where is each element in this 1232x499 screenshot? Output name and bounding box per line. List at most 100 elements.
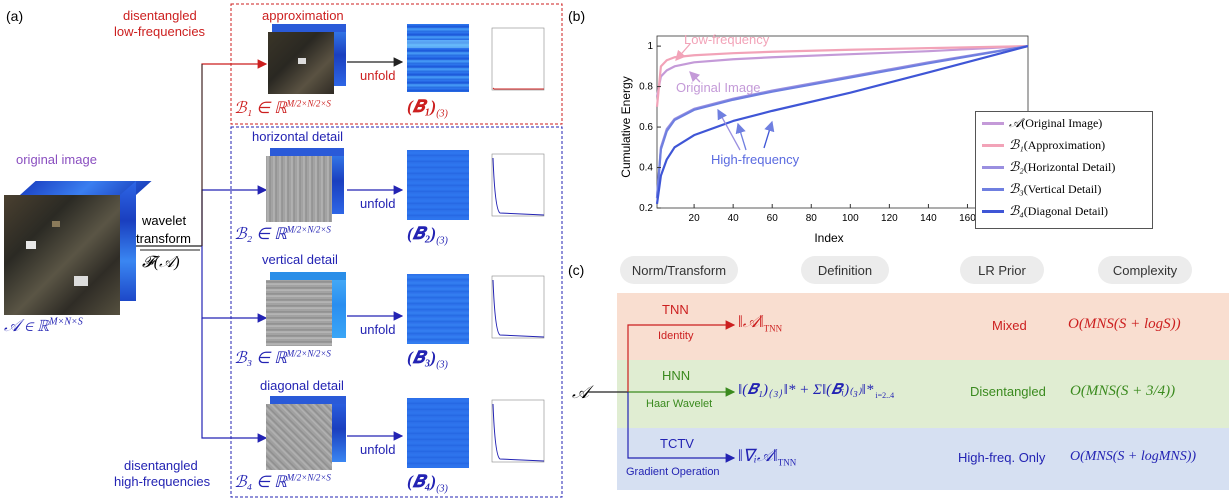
transform-operator: 𝓕(𝒜) xyxy=(142,254,180,271)
panel-c-label: (c) xyxy=(568,262,585,278)
branch-title-horizontal: horizontal detail xyxy=(252,129,344,144)
horizontal-sv-plot xyxy=(491,153,545,217)
header-complexity: Complexity xyxy=(1098,256,1192,284)
hnn-name: HNN xyxy=(662,368,691,383)
chart-legend: 𝒜(Original Image)ℬ₁(Approximation)ℬ₂(Hor… xyxy=(975,111,1153,229)
tnn-name: TNN xyxy=(662,302,689,317)
series-line-5 xyxy=(655,45,1029,205)
legend-symbol: ℬ₃ xyxy=(1009,181,1024,196)
row-hnn xyxy=(617,360,1229,428)
tnn-definition: ‖𝒜‖ xyxy=(738,312,764,331)
legend-entry: ℬ₂(Horizontal Detail) xyxy=(976,156,1152,178)
x-tick-label: 40 xyxy=(728,213,740,224)
low-freq-label-2: low-frequencies xyxy=(114,24,206,39)
x-tick-label: 60 xyxy=(767,213,779,224)
original-image-cube xyxy=(4,181,152,315)
diagonal-dims: M/2×N/2×S xyxy=(286,472,331,483)
original-image-label: original image xyxy=(16,152,97,167)
annotation-arrows xyxy=(675,43,775,151)
hnn-sub: Haar Wavelet xyxy=(646,398,713,410)
x-tick-label: 100 xyxy=(842,213,859,224)
legend-swatch xyxy=(982,143,1004,147)
vertical-cube xyxy=(266,272,346,346)
vertical-mode: (3) xyxy=(436,359,448,371)
unfold-label-4: unfold xyxy=(360,442,396,457)
series-line-4 xyxy=(655,45,1029,198)
legend-text: (Diagonal Detail) xyxy=(1023,203,1109,218)
panel-c-input: 𝒜 xyxy=(572,382,590,402)
tctv-complexity: O(MNS(S + logMNS)) xyxy=(1070,449,1197,464)
x-tick-label: 20 xyxy=(689,213,701,224)
panel-c-connectors xyxy=(588,320,736,463)
header-definition: Definition xyxy=(801,256,889,284)
series-line-2 xyxy=(655,45,1029,107)
horizontal-matrix xyxy=(407,150,469,220)
legend-text: (Original Image) xyxy=(1021,115,1103,130)
tctv-definition: ‖∇ᵢ𝒜‖ xyxy=(738,446,778,465)
wavelet-label: wavelet xyxy=(142,213,187,228)
tnn-definition-sub: TNN xyxy=(763,323,783,334)
diagonal-sv-plot xyxy=(491,399,545,463)
cumulative-energy-chart: 204060801001201401601800.20.40.60.81 Ind… xyxy=(619,35,1029,245)
row-tctv xyxy=(617,428,1229,490)
panel-b-label: (b) xyxy=(568,8,586,24)
input-tensor-dims: M×N×S xyxy=(49,316,83,328)
y-tick-label: 0.6 xyxy=(639,122,653,133)
tctv-definition-sub: TNN xyxy=(777,457,797,468)
x-tick-label: 140 xyxy=(920,213,937,224)
vertical-sv-plot xyxy=(491,275,545,339)
y-tick-label: 0.4 xyxy=(639,163,653,174)
legend-symbol: ℬ₄ xyxy=(1009,203,1024,218)
x-tick-label: 80 xyxy=(806,213,818,224)
tctv-name: TCTV xyxy=(660,436,694,451)
legend-entry: 𝒜(Original Image) xyxy=(976,112,1152,134)
legend-entry: ℬ₄(Diagonal Detail) xyxy=(976,200,1152,222)
diagonal-cube xyxy=(266,396,346,470)
approximation-mode: (3) xyxy=(436,108,448,120)
annotation-high-frequency: High-frequency xyxy=(711,152,800,167)
approximation-unfolded: (𝑩₁) xyxy=(407,97,437,116)
legend-swatch xyxy=(982,209,1004,213)
hnn-definition-sub: i=2..4 xyxy=(875,391,895,400)
legend-symbol: ℬ₁ xyxy=(1009,137,1024,152)
hnn-complexity: O(MNS(S + 3/4)) xyxy=(1070,383,1176,399)
vertical-dims: M/2×N/2×S xyxy=(286,348,331,359)
chart-y-axis-label: Cumulative Energy xyxy=(619,76,633,177)
annotation-original-image: Original Image xyxy=(676,80,761,95)
hnn-definition: ‖(𝑩₁)₍₃₎‖* + Σ‖(𝑩ᵢ)₍₃₎‖* xyxy=(738,382,874,398)
approximation-sv-plot xyxy=(491,27,545,91)
high-freq-label-2: high-frequencies xyxy=(114,474,211,489)
vertical-matrix xyxy=(407,274,469,344)
x-tick-label: 160 xyxy=(959,213,976,224)
chart-plot-area xyxy=(656,35,1029,209)
legend-swatch xyxy=(982,121,1004,125)
branch-title-vertical: vertical detail xyxy=(262,252,338,267)
horizontal-dims: M/2×N/2×S xyxy=(286,224,331,235)
branch-title-diagonal: diagonal detail xyxy=(260,378,344,393)
approximation-tensor: ℬ₁ ∈ ℝ xyxy=(234,100,287,117)
vertical-tensor: ℬ₃ ∈ ℝ xyxy=(234,350,287,367)
legend-entry: ℬ₁(Approximation) xyxy=(976,134,1152,156)
horizontal-cube xyxy=(266,148,344,222)
header-norm-transform: Norm/Transform xyxy=(620,256,738,284)
approximation-matrix xyxy=(407,24,469,92)
vertical-unfolded: (𝑩₃) xyxy=(407,348,437,367)
low-freq-label-1: disentangled xyxy=(123,8,197,23)
legend-text: (Vertical Detail) xyxy=(1023,181,1102,196)
horizontal-mode: (3) xyxy=(436,235,448,247)
tctv-sub: Gradient Operation xyxy=(626,466,720,478)
approximation-matrix-band xyxy=(407,40,469,48)
tnn-complexity: O(MNS(S + logS)) xyxy=(1068,316,1181,332)
header-lr-prior: LR Prior xyxy=(960,256,1044,284)
y-tick-label: 0.8 xyxy=(639,82,653,93)
diagonal-tensor: ℬ₄ ∈ ℝ xyxy=(234,474,287,491)
series-line-1 xyxy=(655,45,1029,97)
high-freq-box xyxy=(230,126,563,498)
horizontal-tensor: ℬ₂ ∈ ℝ xyxy=(234,226,287,243)
input-tensor-symbol: 𝒜 ∈ ℝ xyxy=(4,316,50,335)
x-tick-label: 120 xyxy=(881,213,898,224)
panel-a-connectors xyxy=(136,3,563,498)
unfold-label-2: unfold xyxy=(360,196,396,211)
transform-label: transform xyxy=(136,231,191,246)
row-tnn xyxy=(617,293,1229,360)
